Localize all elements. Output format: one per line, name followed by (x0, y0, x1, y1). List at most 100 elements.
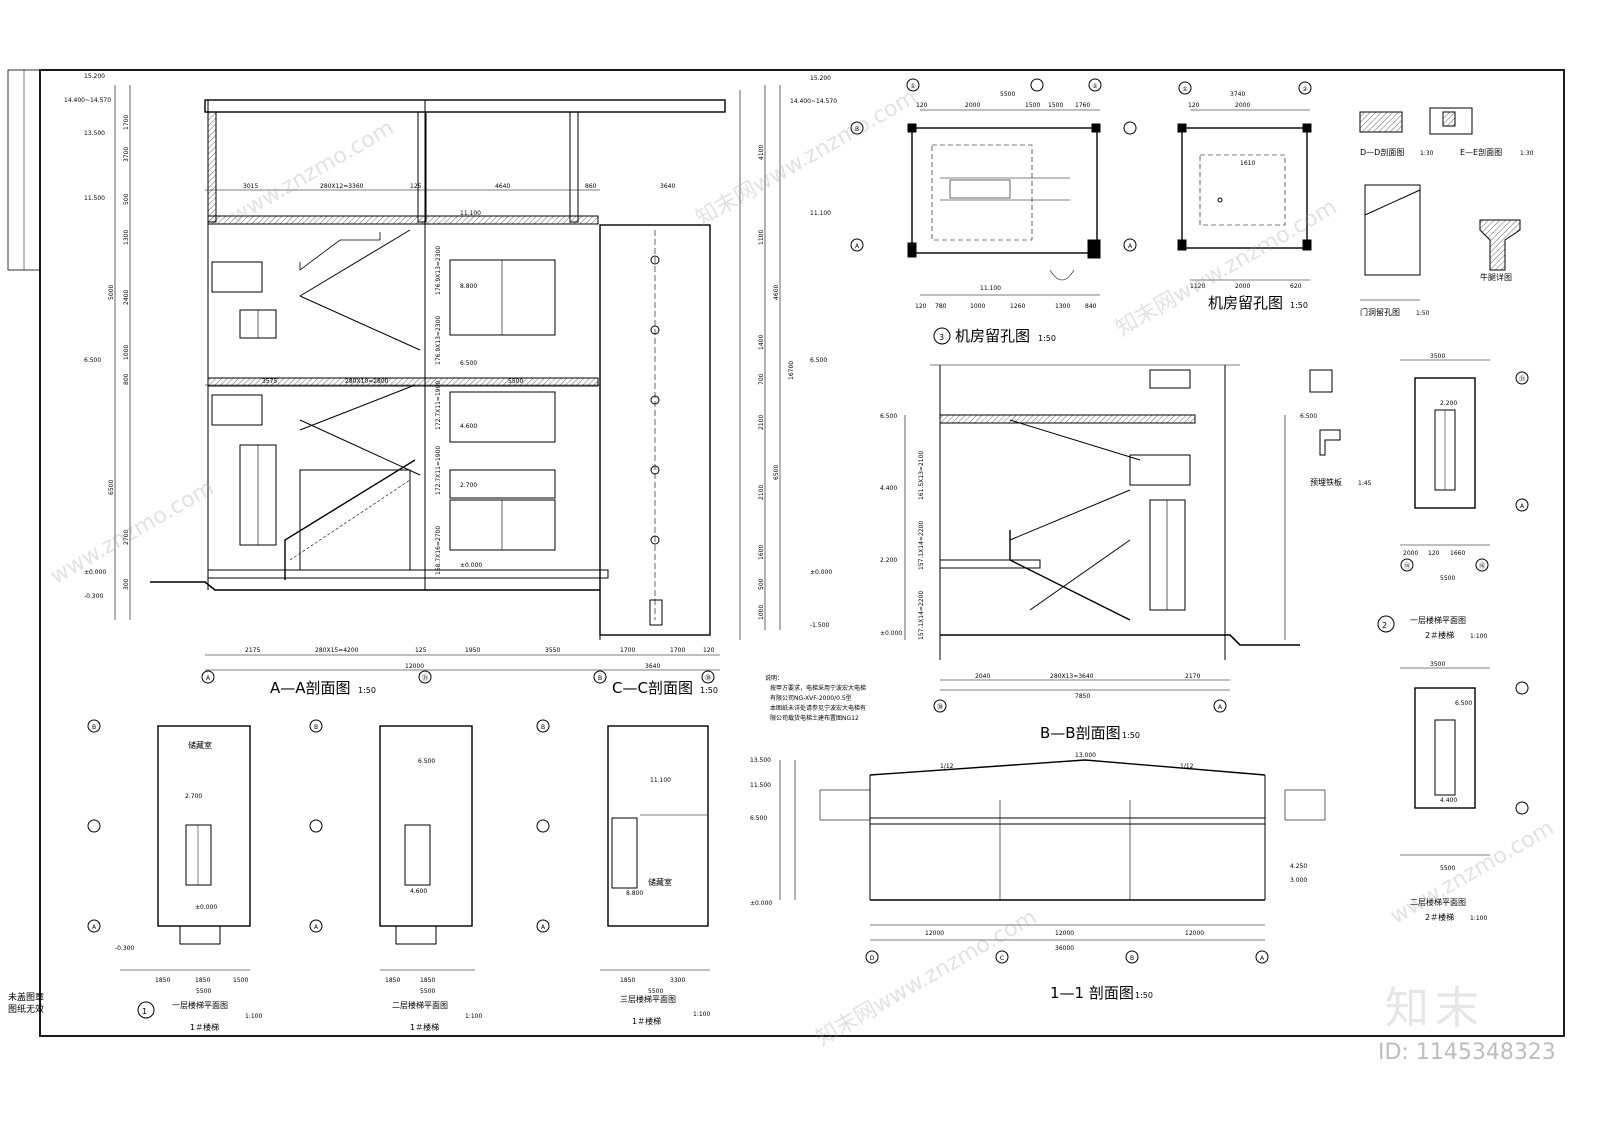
dimension: 1500 (1048, 102, 1063, 109)
dimension: 5000 (108, 285, 115, 300)
dimension: 300 (123, 578, 130, 590)
dimension: 6500 (773, 465, 780, 480)
dimension: 1600 (758, 545, 765, 560)
dimension: 2040 (975, 673, 990, 680)
elevation-mark: 11.500 (84, 195, 105, 202)
elevation-mark: 2.700 (185, 793, 202, 800)
door-hole-title: 门洞留孔图 (1360, 307, 1400, 317)
elevation-mark: ±0.000 (880, 630, 902, 637)
flight-dimension: 157.1X14=2200 (918, 521, 925, 570)
dimension: 1700 (620, 647, 635, 654)
dimension: 1500 (1025, 102, 1040, 109)
dimension: 1260 (1010, 303, 1025, 310)
axis-label: ⑯ (1479, 562, 1485, 570)
dimension: 1000 (123, 345, 130, 360)
stair1-plan2-title: 二层楼梯平面图 (392, 1000, 448, 1010)
axis-label: ② (1302, 86, 1308, 93)
scale-label: 1:100 (465, 1013, 482, 1020)
dimension: 1700 (123, 115, 130, 130)
elevation-mark: 13.500 (750, 757, 771, 764)
flight-dimension: 176.9X13=2300 (435, 246, 442, 295)
dimension: 1120 (1190, 283, 1205, 290)
elevation-mark: 8.800 (460, 283, 477, 290)
dimension: 120 (1428, 550, 1440, 557)
stair1-plan3-title: 三层楼梯平面图 (620, 994, 676, 1004)
roof-slope: 1/12 (940, 763, 954, 770)
note-line: 本图纸未详处请参见宁波宏大电梯有 (770, 704, 866, 712)
note-line: 限公司载货电梯土建布置图NG12 (770, 714, 859, 722)
dimension: 1950 (465, 647, 480, 654)
elevation-mark: -0.300 (115, 945, 135, 952)
dimension: 800 (123, 373, 130, 385)
sheet-border (39, 69, 1565, 1037)
room-label: 储藏室 (648, 877, 672, 887)
dimension: 2700 (123, 530, 130, 545)
dimension: 125 (415, 647, 427, 654)
scale-label: 1:100 (245, 1013, 262, 1020)
axis-label: A (855, 243, 860, 250)
dimension: 500 (123, 193, 130, 205)
dimension: 12000 (1055, 930, 1074, 937)
dimension: 700 (758, 373, 765, 385)
elevation-mark: 4.600 (460, 423, 477, 430)
elevation-mark: 15.200 (810, 75, 831, 82)
elevation-mark: ±0.000 (84, 569, 106, 576)
dimension: 3015 (243, 183, 258, 190)
dimension: 2000 (965, 102, 980, 109)
elevation-mark: 11.100 (980, 285, 1001, 292)
dimension: 2100 (758, 415, 765, 430)
dimension: 1660 (1450, 550, 1465, 557)
elevation-mark: 2.200 (1440, 400, 1457, 407)
elevation-mark: 11.100 (460, 210, 481, 217)
axis-label: ⑭ (1404, 562, 1410, 570)
section-bb-title: B—B剖面图 (1040, 724, 1121, 742)
axis-label: ㉛ (1519, 375, 1525, 383)
stamp-note: 未盖图章 图纸无效 (7, 993, 44, 1015)
axis-label: B (541, 724, 545, 731)
dimension: 3550 (545, 647, 560, 654)
dimension: 5500 (1440, 865, 1455, 872)
dimension: 1850 (420, 977, 435, 984)
dimension: 780 (935, 303, 947, 310)
dimension: 3300 (670, 977, 685, 984)
room-label: 储藏室 (188, 740, 212, 750)
corbel-title: 牛腿详图 (1480, 272, 1512, 282)
elevation-mark: 13.500 (84, 130, 105, 137)
elevation-mark: 11.100 (650, 777, 671, 784)
dimension: 2000 (1235, 283, 1250, 290)
axis-label: A (1128, 243, 1133, 250)
axis-label: A (314, 924, 319, 931)
dimension: 620 (1290, 283, 1302, 290)
machine-room-plan (1123, 81, 1312, 281)
dimension: 5500 (648, 988, 663, 995)
dimension: 2000 (1403, 550, 1418, 557)
detail-group (1309, 107, 1521, 456)
elevation-mark: ±0.000 (750, 900, 772, 907)
elevation-mark: -1.500 (810, 622, 830, 629)
scale-label: 1:50 (1290, 301, 1308, 310)
dimension: 2000 (1235, 102, 1250, 109)
notes-heading: 说明： (765, 674, 783, 682)
dimension: 5500 (508, 378, 523, 385)
dimension: 280X10=2800 (345, 378, 389, 385)
axis-label: ㉚ (937, 703, 943, 711)
dimension: 120 (703, 647, 715, 654)
dimension: 2100 (758, 485, 765, 500)
elevation-mark: 2.200 (880, 557, 897, 564)
dimension: 1500 (233, 977, 248, 984)
stair-2-plans (1377, 359, 1529, 856)
scale-label: 1:100 (693, 1011, 710, 1018)
elevation-mark: ±0.000 (810, 569, 832, 576)
dimension: 3700 (123, 147, 130, 162)
dimension: 120 (916, 102, 928, 109)
roof-slope: 1/12 (1180, 763, 1194, 770)
dimension: 12000 (405, 663, 424, 670)
section-aa (114, 85, 781, 684)
flight-dimension: 176.9X13=2300 (435, 316, 442, 365)
flight-dimension: 168.7X16=2700 (435, 526, 442, 575)
axis-label: A (541, 924, 546, 931)
flight-dimension: 172.7X11=1900 (435, 446, 442, 495)
dimension: 3500 (1430, 661, 1445, 668)
dimension: 36000 (1055, 945, 1074, 952)
